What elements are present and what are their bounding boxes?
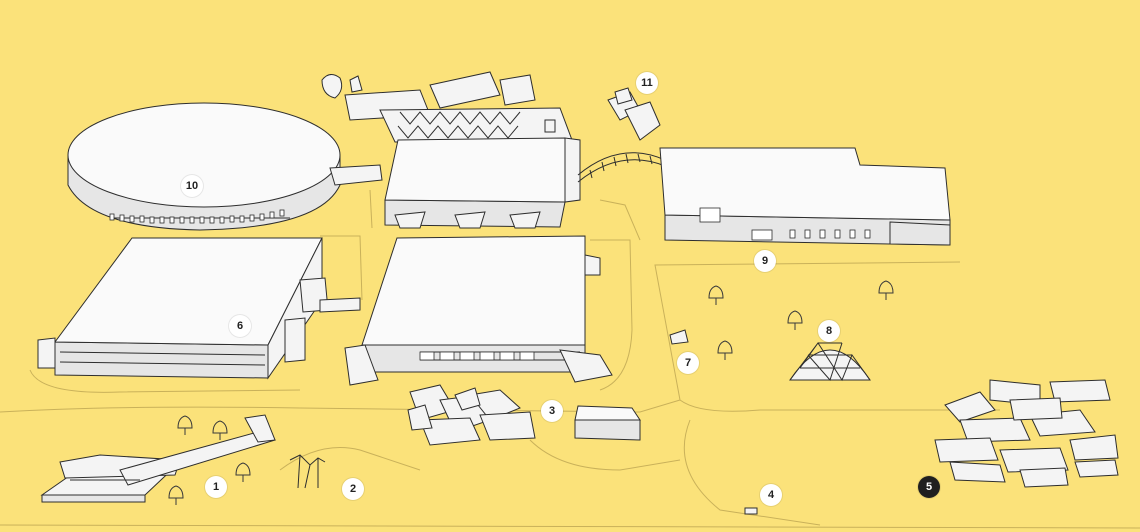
bridge [577,152,666,183]
marker-4[interactable]: 4 [760,484,782,506]
building-5-blocks[interactable] [934,379,1119,488]
item-7-sculpture[interactable] [669,329,689,345]
item-2-sculpture[interactable] [289,454,326,489]
building-small-near-3[interactable] [574,405,641,441]
marker-11[interactable]: 11 [636,72,658,94]
building-3-museum[interactable] [407,384,536,446]
item-4-marker-object[interactable] [744,507,758,515]
marker-5[interactable]: 5 [918,476,940,498]
marker-6[interactable]: 6 [229,315,251,337]
marker-8[interactable]: 8 [818,320,840,342]
marker-3[interactable]: 3 [541,400,563,422]
building-11-pavilion[interactable] [607,87,661,141]
connector-walkway [319,297,361,313]
building-top-centre[interactable] [321,71,573,143]
building-9[interactable] [659,147,951,246]
building-central[interactable] [384,137,581,229]
marker-7[interactable]: 7 [677,352,699,374]
trees [168,280,894,505]
marker-9[interactable]: 9 [754,250,776,272]
building-1[interactable] [40,414,276,503]
marker-1[interactable]: 1 [205,476,227,498]
marker-10[interactable]: 10 [181,175,203,197]
pathways [0,189,1140,529]
building-10-rotunda[interactable] [67,102,383,231]
building-8-dome[interactable] [789,342,871,382]
building-central-lower[interactable] [344,235,613,386]
building-6[interactable] [37,237,329,380]
marker-2[interactable]: 2 [342,478,364,500]
rotunda-windows [109,209,285,224]
